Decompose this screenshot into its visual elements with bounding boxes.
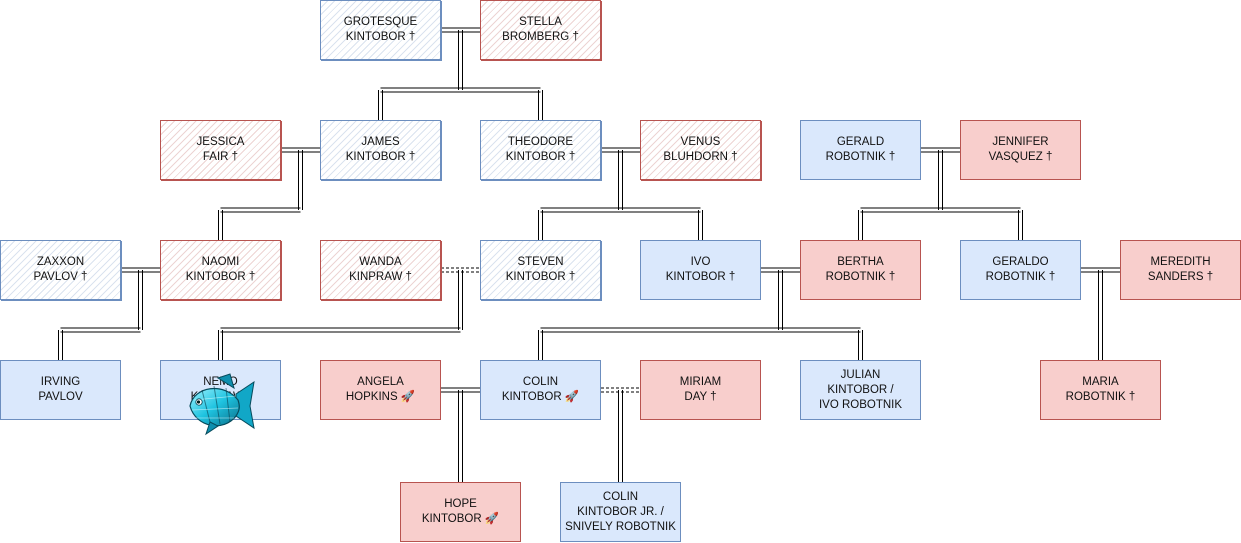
person-name: JAMES KINTOBOR † xyxy=(345,136,416,163)
person-name: JULIAN KINTOBOR / IVO ROBOTNIK xyxy=(818,368,903,411)
person-irving[interactable]: IRVING PAVLOV xyxy=(0,360,121,420)
person-name: GROTESQUE KINTOBOR † xyxy=(343,16,418,43)
person-meredith[interactable]: MEREDITH SANDERS † xyxy=(1120,240,1241,300)
person-julian[interactable]: JULIAN KINTOBOR / IVO ROBOTNIK xyxy=(800,360,921,420)
person-name: BERTHA ROBOTNIK † xyxy=(825,256,896,283)
person-jennifer[interactable]: JENNIFER VASQUEZ † xyxy=(960,120,1081,180)
person-name: IRVING PAVLOV xyxy=(38,376,83,403)
person-wanda[interactable]: WANDA KINPRAW † xyxy=(320,240,441,300)
person-name: JESSICA FAIR † xyxy=(196,136,245,163)
person-ivo[interactable]: IVO KINTOBOR † xyxy=(640,240,761,300)
person-naomi[interactable]: NAOMI KINTOBOR † xyxy=(160,240,281,300)
person-stella[interactable]: STELLA BROMBERG † xyxy=(480,0,601,60)
person-colin-jr[interactable]: COLIN KINTOBOR JR. / SNIVELY ROBOTNIK xyxy=(560,482,681,542)
person-hope[interactable]: HOPE KINTOBOR 🚀 xyxy=(400,482,521,542)
person-steven[interactable]: STEVEN KINTOBOR † xyxy=(480,240,601,300)
person-name: MEREDITH SANDERS † xyxy=(1147,256,1214,283)
person-bertha[interactable]: BERTHA ROBOTNIK † xyxy=(800,240,921,300)
person-name: MARIA ROBOTNIK † xyxy=(1065,376,1136,403)
person-zaxxon[interactable]: ZAXXON PAVLOV † xyxy=(0,240,121,300)
person-name: VENUS BLUHDORN † xyxy=(663,136,738,163)
person-grotesque[interactable]: GROTESQUE KINTOBOR † xyxy=(320,0,441,60)
person-name: STELLA BROMBERG † xyxy=(502,16,579,43)
person-james[interactable]: JAMES KINTOBOR † xyxy=(320,120,441,180)
person-jessica[interactable]: JESSICA FAIR † xyxy=(160,120,281,180)
person-name: ZAXXON PAVLOV † xyxy=(33,256,88,283)
person-name: GERALD ROBOTNIK † xyxy=(825,136,896,163)
person-name: COLIN KINTOBOR JR. / SNIVELY ROBOTNIK xyxy=(565,490,676,533)
person-gerald[interactable]: GERALD ROBOTNIK † xyxy=(800,120,921,180)
person-name: MIRIAM DAY † xyxy=(679,376,722,403)
person-geraldo[interactable]: GERALDO ROBOTNIK † xyxy=(960,240,1081,300)
person-name: WANDA KINPRAW † xyxy=(349,256,412,283)
person-name: JENNIFER VASQUEZ † xyxy=(988,136,1053,163)
person-name: HOPE KINTOBOR 🚀 xyxy=(421,498,500,525)
person-name: IVO KINTOBOR † xyxy=(665,256,736,283)
person-angela[interactable]: ANGELA HOPKINS 🚀 xyxy=(320,360,441,420)
person-theodore[interactable]: THEODORE KINTOBOR † xyxy=(480,120,601,180)
person-name: STEVEN KINTOBOR † xyxy=(505,256,576,283)
person-venus[interactable]: VENUS BLUHDORN † xyxy=(640,120,761,180)
person-colin[interactable]: COLIN KINTOBOR 🚀 xyxy=(480,360,601,420)
person-name: ANGELA HOPKINS 🚀 xyxy=(345,376,416,403)
person-name: GERALDO ROBOTNIK † xyxy=(985,256,1056,283)
person-maria[interactable]: MARIA ROBOTNIK † xyxy=(1040,360,1161,420)
person-name: THEODORE KINTOBOR † xyxy=(505,136,576,163)
person-name: COLIN KINTOBOR 🚀 xyxy=(501,376,580,403)
person-name: NAOMI KINTOBOR † xyxy=(185,256,256,283)
tropical-fish-icon xyxy=(189,373,255,436)
person-miriam[interactable]: MIRIAM DAY † xyxy=(640,360,761,420)
